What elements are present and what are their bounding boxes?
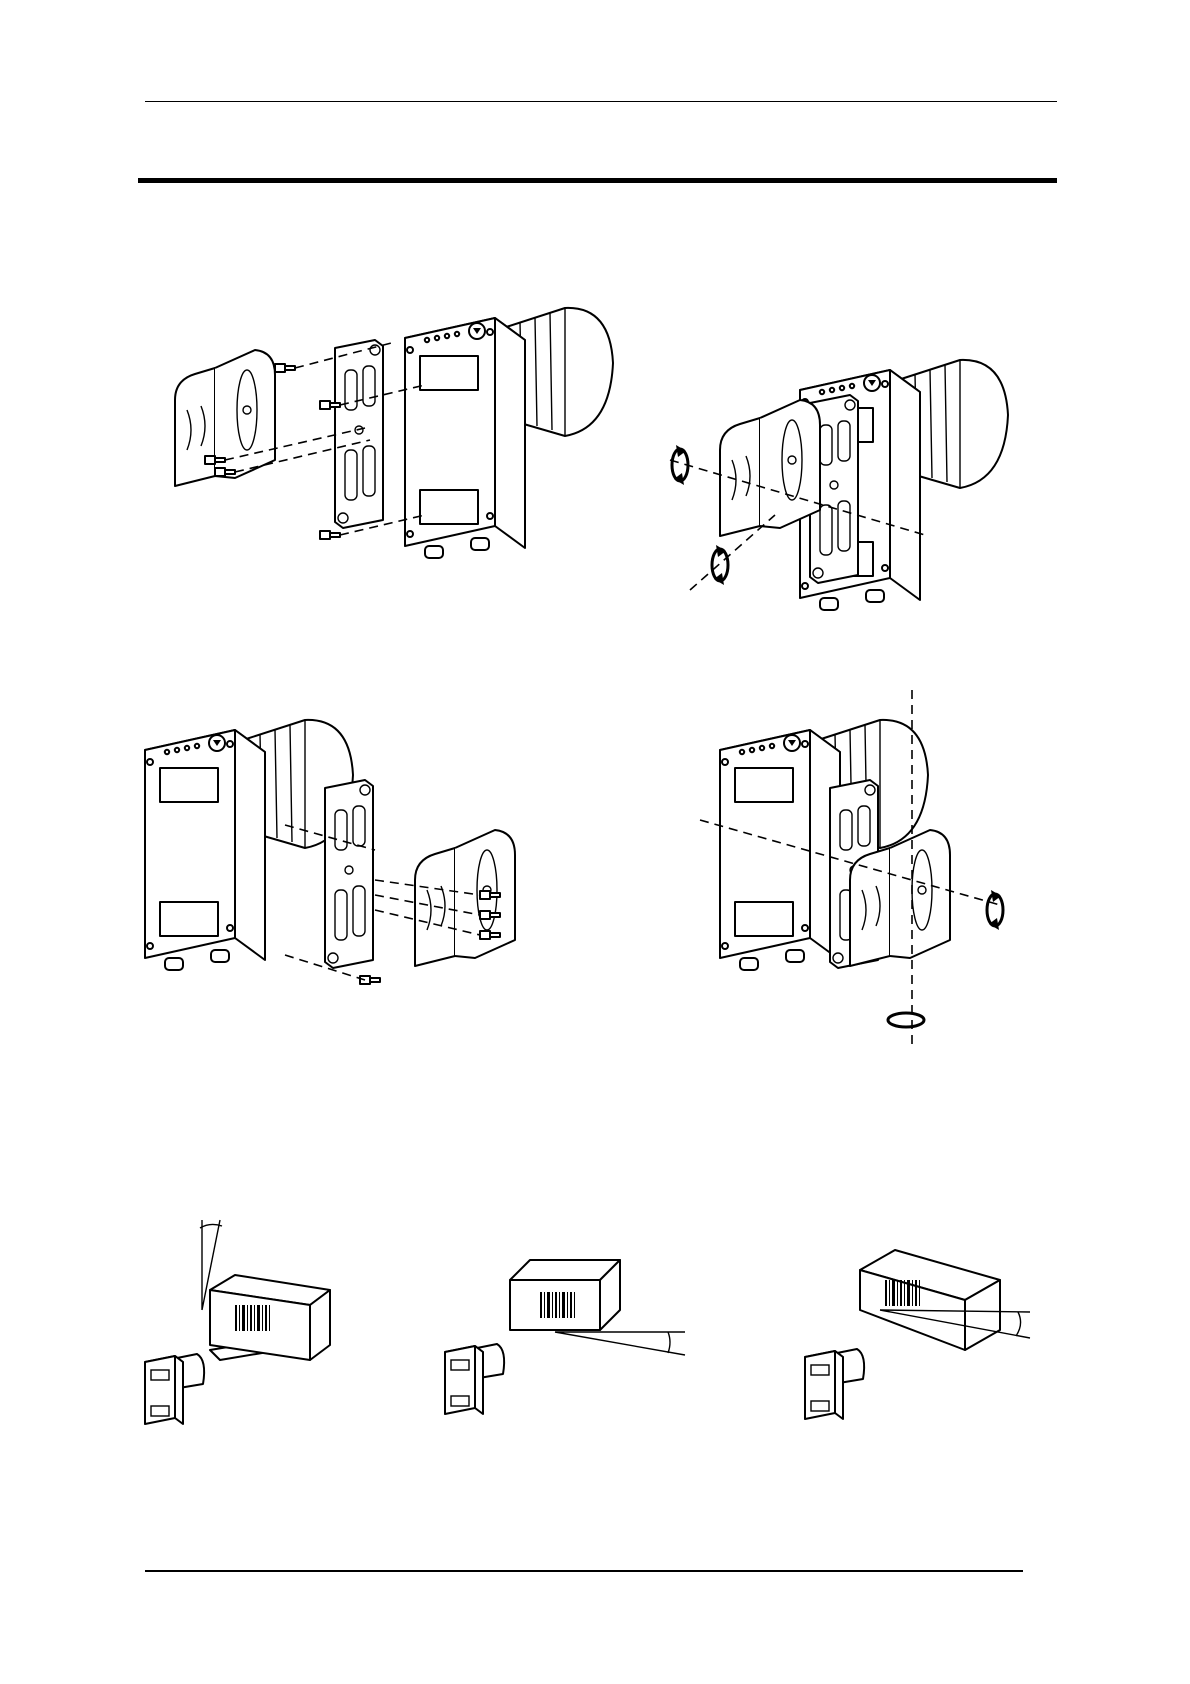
mount-assembled-front-figure <box>680 680 1040 1060</box>
tilt-angle-figure <box>800 1250 1040 1440</box>
bracket-icon <box>720 400 820 536</box>
skew-angle-figure <box>440 1250 700 1440</box>
scanner-icon <box>405 308 613 558</box>
screw-icon <box>480 891 500 899</box>
header-rule-thick <box>138 178 1057 183</box>
rotation-arrow-icon <box>712 545 728 585</box>
scanner-icon <box>145 720 353 970</box>
screw-icon <box>205 456 225 464</box>
bracket-icon <box>175 350 275 486</box>
mini-scanner-icon <box>805 1349 864 1419</box>
screw-icon <box>320 401 340 409</box>
mount-exploded-front-figure <box>135 680 555 1040</box>
skew-angle-lines <box>555 1332 685 1355</box>
screw-icon <box>480 931 500 939</box>
header-rule-thin <box>145 101 1057 102</box>
mount-exploded-back-figure <box>165 300 625 600</box>
mini-scanner-icon <box>445 1344 504 1414</box>
screw-icon <box>275 364 295 372</box>
angle-arc <box>1016 1312 1021 1336</box>
screw-icon <box>215 468 235 476</box>
mounting-plate-icon <box>325 780 373 968</box>
angle-arc <box>668 1332 670 1353</box>
mini-scanner-icon <box>145 1354 204 1424</box>
screw-icon <box>320 531 340 539</box>
rotation-arrow-icon <box>987 890 1003 930</box>
footer-rule <box>145 1570 1023 1572</box>
screw-icon <box>480 911 500 919</box>
pitch-angle-figure <box>140 1210 380 1440</box>
mount-assembled-back-figure <box>660 300 1040 630</box>
rotation-arrow-icon <box>888 1013 924 1027</box>
